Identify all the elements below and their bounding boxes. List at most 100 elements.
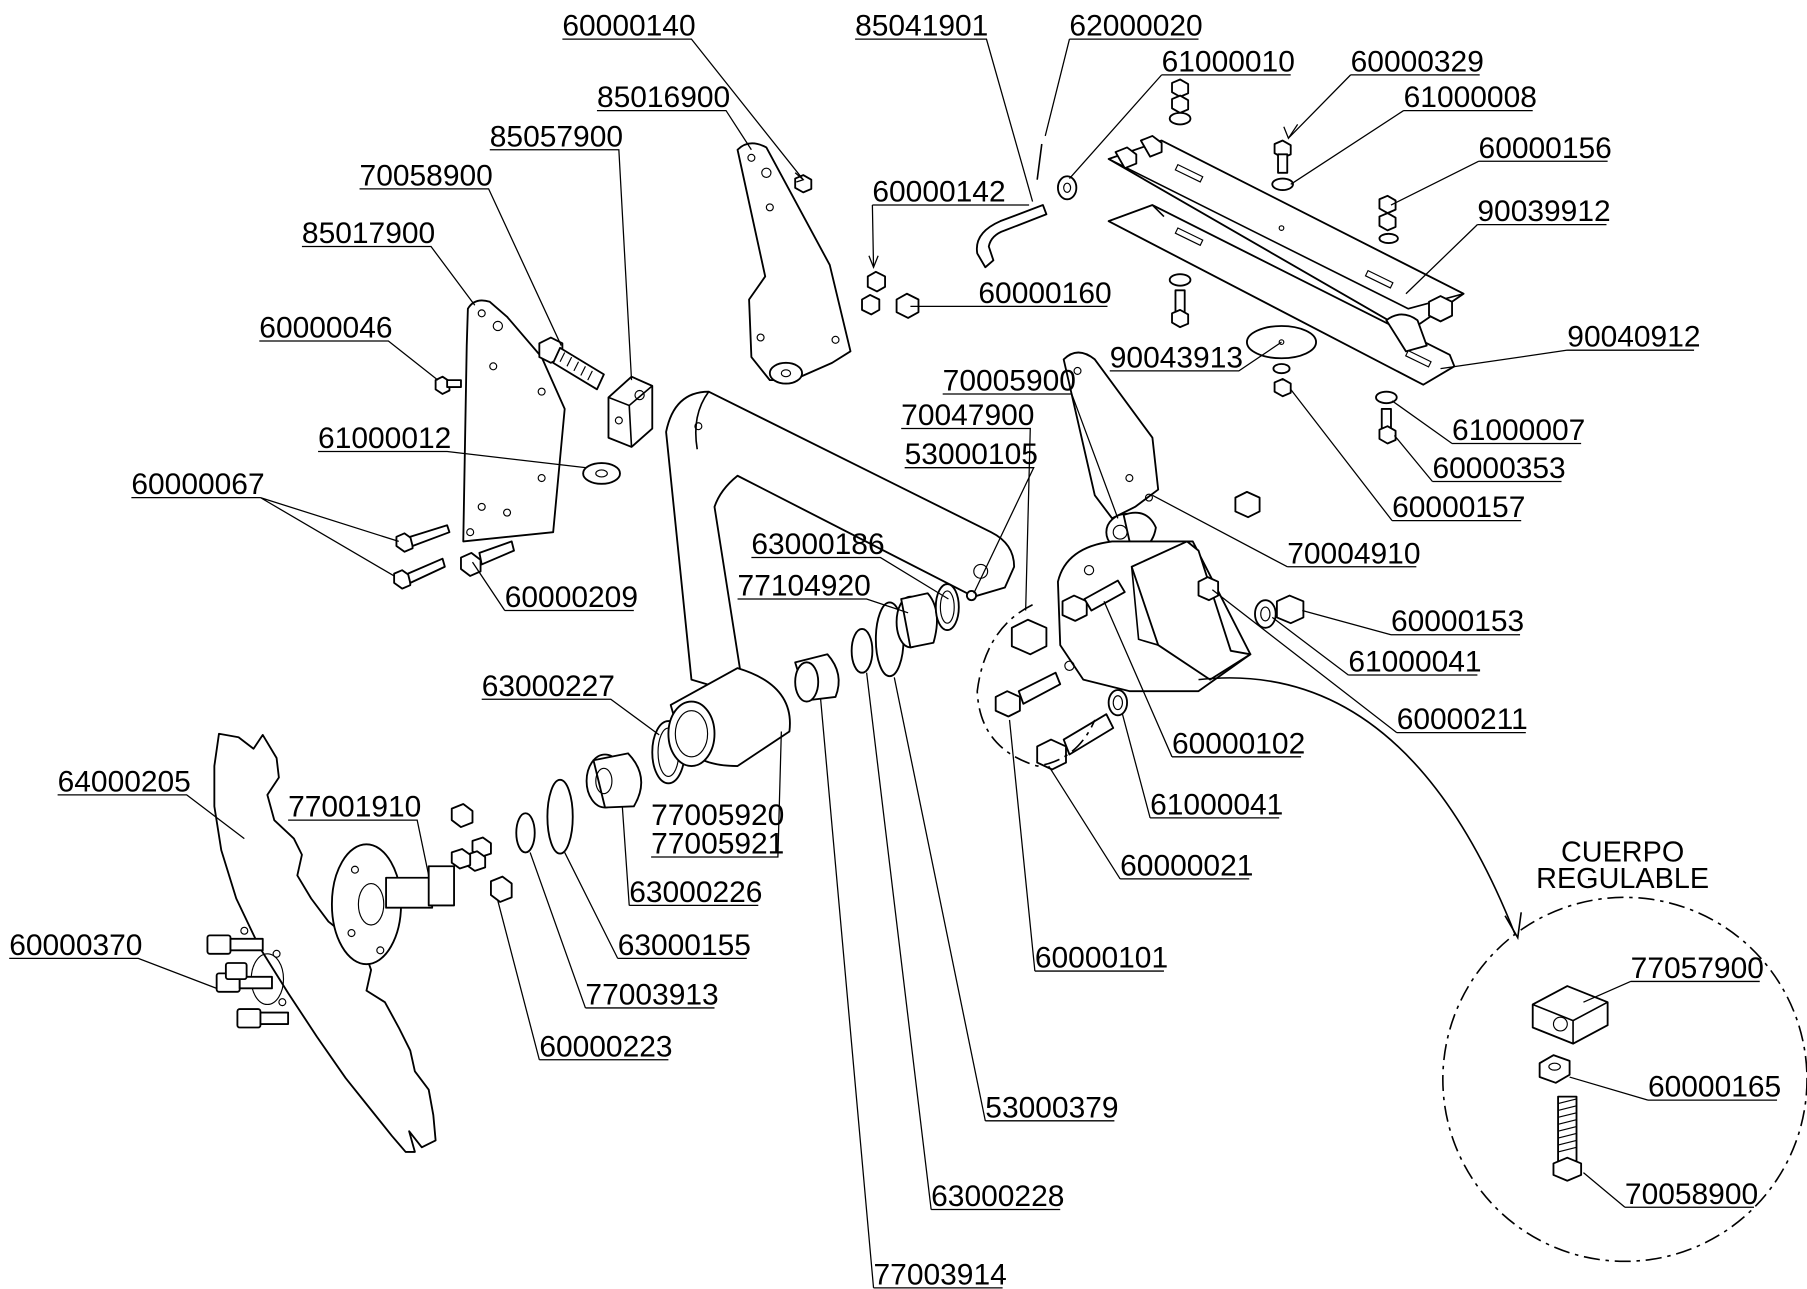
nut-60000156 xyxy=(1378,194,1397,215)
label-77003914: 77003914 xyxy=(874,1258,1007,1289)
detail-circle xyxy=(1442,896,1807,1263)
washer-61000007 xyxy=(1375,390,1398,405)
label-90043913: 90043913 xyxy=(1110,341,1243,374)
bolt-60000046 xyxy=(434,375,462,395)
bolt-60000329 xyxy=(1273,139,1292,174)
label-85016900: 85016900 xyxy=(597,81,730,114)
label-63000226: 63000226 xyxy=(629,876,762,909)
label-70004910: 70004910 xyxy=(1287,537,1420,570)
main-arm xyxy=(665,390,1016,767)
washer-61000010 xyxy=(1057,175,1078,201)
washer-stack-top xyxy=(1168,111,1192,126)
hub-flange xyxy=(330,843,455,966)
label-77005920: 77005920 xyxy=(651,799,784,832)
label-60000101: 60000101 xyxy=(1035,942,1168,975)
washer-mid xyxy=(1272,363,1291,375)
label-60000209: 60000209 xyxy=(505,581,638,614)
oring-63000155 xyxy=(546,778,574,855)
nut-60000140 xyxy=(794,174,813,194)
disc-bolt-hole xyxy=(240,926,249,935)
label-60000223: 60000223 xyxy=(539,1030,672,1063)
label-63000155: 63000155 xyxy=(618,929,751,962)
label-61000041: 61000041 xyxy=(1150,788,1283,821)
detail-arrowhead xyxy=(1504,912,1522,941)
disc-bolt-hole xyxy=(278,998,287,1007)
label-70005900: 70005900 xyxy=(943,365,1076,398)
washer-61000012 xyxy=(582,462,621,485)
washer-lower-left xyxy=(1168,273,1192,287)
label-85041901: 85041901 xyxy=(855,10,988,43)
label-77003913: 77003913 xyxy=(585,978,718,1011)
label-63000186: 63000186 xyxy=(751,528,884,561)
dashed-callout-arc xyxy=(976,604,1096,767)
label-61000007: 61000007 xyxy=(1452,414,1585,447)
seal-63000186 xyxy=(934,583,960,632)
disc-bolt-set xyxy=(206,934,290,1029)
detail-title-line1: CUERPO xyxy=(1561,837,1684,869)
label-70058900: 70058900 xyxy=(360,159,493,192)
leader-arrow xyxy=(794,172,805,183)
label-90039912: 90039912 xyxy=(1477,195,1610,228)
label-61000041: 61000041 xyxy=(1348,646,1481,679)
washer-61000041-lower xyxy=(1107,689,1128,717)
label-60000165: 60000165 xyxy=(1648,1071,1781,1104)
detail-nut-60000165 xyxy=(1538,1054,1571,1084)
washer-60000156 xyxy=(1378,232,1399,244)
label-60000046: 60000046 xyxy=(259,312,392,345)
bolt-60000102 xyxy=(1061,579,1126,622)
label-60000329: 60000329 xyxy=(1351,45,1484,78)
nut-stack-top xyxy=(1171,78,1190,98)
detail-bolt-70058900 xyxy=(1552,1095,1583,1182)
leader-arrow xyxy=(1283,124,1299,140)
bolt-60000021 xyxy=(1036,713,1115,771)
detail-arrow xyxy=(1198,677,1517,936)
nut-60000153 xyxy=(1275,594,1305,625)
label-62000020: 62000020 xyxy=(1069,10,1202,43)
threaded-bolt-70058900 xyxy=(538,336,605,391)
label-60000211: 60000211 xyxy=(1397,703,1528,736)
snap-ring-63000228 xyxy=(850,628,874,674)
plate-70005900 xyxy=(1062,351,1160,520)
leader-arrow xyxy=(868,255,879,269)
bolt-lower-left xyxy=(1171,289,1190,329)
label-60000142: 60000142 xyxy=(872,176,1005,209)
pin-62000020 xyxy=(1036,143,1043,180)
part-number-labels: 60000140 85041901 62000020 61000010 6000… xyxy=(9,10,1781,1289)
label-70047900: 70047900 xyxy=(901,399,1034,432)
block-85057900 xyxy=(607,375,654,448)
hub-nut-set xyxy=(450,803,513,903)
disc-bolt-hole xyxy=(272,949,281,958)
detail-title-line2: REGULABLE xyxy=(1536,863,1709,895)
label-60000353: 60000353 xyxy=(1432,452,1565,485)
label-90040912: 90040912 xyxy=(1567,321,1700,354)
label-60000140: 60000140 xyxy=(562,10,695,43)
nut-70004910 xyxy=(1234,490,1261,519)
nut-60000160 xyxy=(895,292,920,319)
nut-60000211 xyxy=(1197,576,1220,602)
bolt-60000101 xyxy=(994,671,1062,718)
label-60000157: 60000157 xyxy=(1392,491,1525,524)
parts-layer xyxy=(206,78,1807,1263)
label-77104920: 77104920 xyxy=(738,570,871,603)
j-hook-85041901 xyxy=(975,204,1048,269)
nut-60000142b xyxy=(861,293,881,316)
bracket-plate-85017900 xyxy=(462,299,566,543)
label-53000379: 53000379 xyxy=(985,1091,1118,1124)
sleeve-77003914 xyxy=(794,653,840,703)
label-53000105: 53000105 xyxy=(905,438,1038,471)
detail-block-77057900 xyxy=(1531,985,1609,1045)
nut-stack-top xyxy=(1171,94,1190,114)
washer-61000041-upper xyxy=(1254,599,1277,629)
label-63000228: 63000228 xyxy=(931,1180,1064,1213)
label-77057900: 77057900 xyxy=(1631,952,1764,985)
label-60000021: 60000021 xyxy=(1120,849,1253,882)
label-85057900: 85057900 xyxy=(490,120,623,153)
washer-61000008 xyxy=(1271,177,1294,191)
bracket-body xyxy=(1057,540,1252,693)
bearing-63000226 xyxy=(585,752,643,809)
spring-blade-assembly xyxy=(1107,135,1465,386)
bolt-60000067 xyxy=(393,524,451,590)
bolt-60000353 xyxy=(1378,408,1397,445)
label-60000153: 60000153 xyxy=(1391,605,1524,638)
